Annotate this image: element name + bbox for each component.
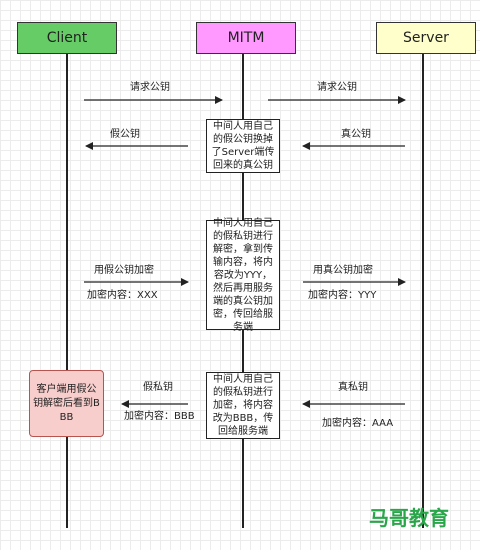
watermark-text: 马哥教育 — [369, 506, 449, 530]
label-request-pubkey-client: 请求公钥 — [130, 82, 170, 93]
label-encrypt-with-real-pubkey: 用真公钥加密 — [313, 265, 373, 276]
label-content-aaa: 加密内容：AAA — [322, 418, 394, 429]
actor-mitm: MITM — [196, 22, 296, 54]
label-fake-private-key: 假私钥 — [143, 382, 173, 393]
label-real-private-key: 真私钥 — [338, 382, 368, 393]
label-fake-pubkey: 假公钥 — [110, 129, 140, 140]
watermark-logo: 马哥教育 — [369, 506, 449, 530]
mitm-note-fake-private-encrypt: 中间人用自己的假私钥进行加密，将内容改为BBB，传回给服务端 — [206, 372, 280, 439]
label-real-pubkey: 真公钥 — [341, 129, 371, 140]
client-note-sees-bbb: 客户端用假公钥解密后看到BBB — [29, 370, 104, 437]
label-content-yyy: 加密内容：YYY — [308, 290, 377, 301]
label-request-pubkey-mitm: 请求公钥 — [317, 82, 357, 93]
label-content-xxx: 加密内容：XXX — [87, 290, 158, 301]
label-encrypt-with-fake-pubkey: 用假公钥加密 — [94, 265, 154, 276]
label-content-bbb: 加密内容：BBB — [124, 411, 195, 422]
mitm-note-decrypt-reencrypt: 中间人用自己的假私钥进行解密，拿到传输内容，将内容改为YYY，然后再用服务端的真… — [206, 218, 280, 333]
actor-client: Client — [17, 22, 117, 54]
actor-server: Server — [376, 22, 476, 54]
mitm-note-swap-key: 中间人用自己的假公钥换掉了Server端传回来的真公钥 — [206, 119, 280, 173]
